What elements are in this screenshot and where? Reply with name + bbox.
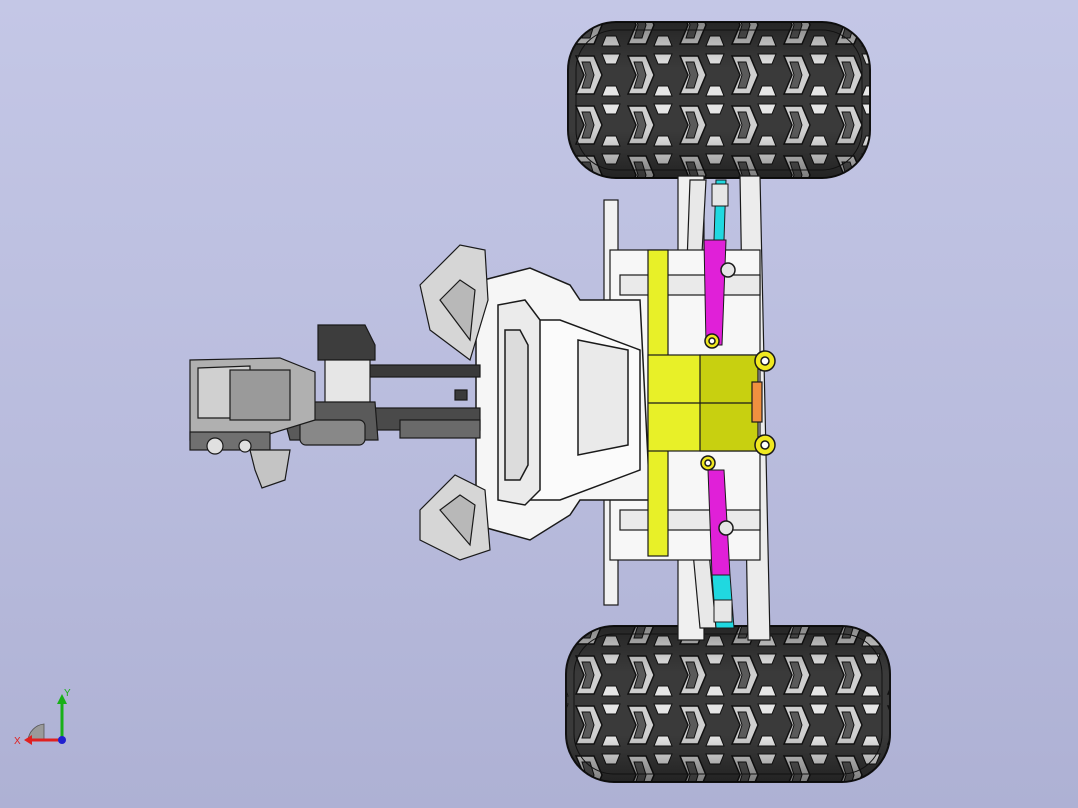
z-axis-icon: [58, 736, 66, 744]
axis-triad: Y X: [14, 688, 74, 750]
front-arm[interactable]: [189, 324, 481, 489]
bottom-tire[interactable]: [565, 625, 891, 783]
y-axis-label: Y: [64, 688, 71, 699]
bumper[interactable]: [647, 249, 763, 557]
top-tire[interactable]: [567, 21, 871, 179]
x-axis-label: X: [14, 736, 21, 747]
shock-absorbers[interactable]: [703, 179, 735, 629]
chassis-body[interactable]: [475, 267, 651, 541]
mount-rings: [700, 262, 776, 536]
fender-panels[interactable]: [419, 244, 491, 561]
